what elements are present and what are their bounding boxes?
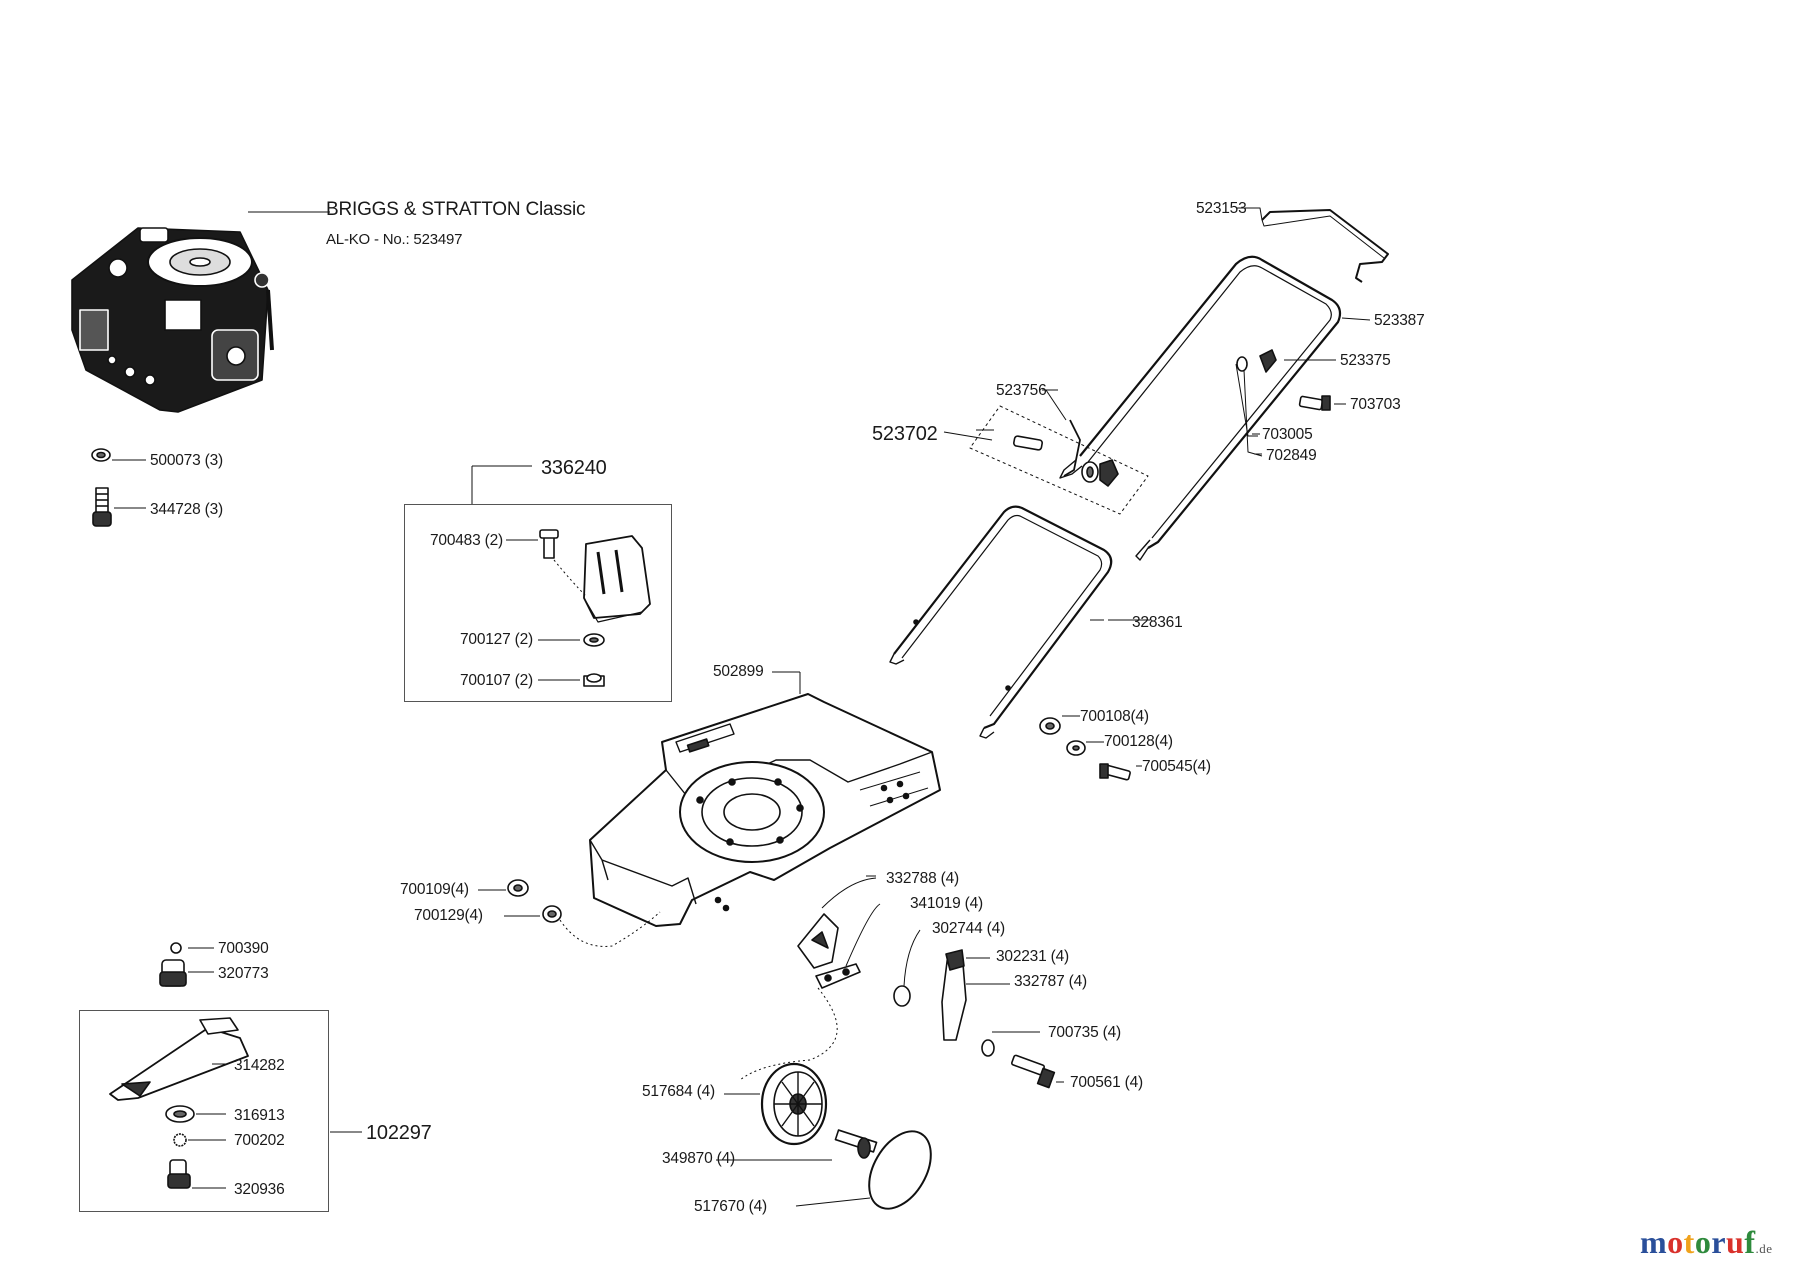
kit-336240-drawing (471, 465, 651, 687)
part-label-702849: 702849 (1266, 447, 1317, 464)
watermark-letter: u (1726, 1224, 1745, 1260)
part-label-336240: 336240 (541, 457, 607, 479)
hardware-700735-set-drawing (981, 1031, 1064, 1089)
part-label-344728: 344728 (3) (150, 501, 223, 518)
part-label-302231: 302231 (4) (996, 948, 1069, 965)
watermark-letter: t (1683, 1224, 1695, 1260)
part-label-700561: 700561 (4) (1070, 1074, 1143, 1091)
watermark-logo-text: motoruf (1640, 1224, 1755, 1260)
hubcap-517670-drawing (795, 1130, 932, 1210)
part-label-700545: 700545(4) (1142, 758, 1211, 775)
handle-bail-523153-drawing (1236, 207, 1389, 283)
part-label-341019: 341019 (4) (910, 895, 983, 912)
axle-349870-drawing (716, 1129, 878, 1161)
part-label-700127: 700127 (2) (460, 631, 533, 648)
part-label-517684: 517684 (4) (642, 1083, 715, 1100)
part-label-523153: 523153 (1196, 200, 1247, 217)
watermark-letter: o (1667, 1224, 1684, 1260)
part-label-320936: 320936 (234, 1181, 285, 1198)
part-label-700128: 700128(4) (1104, 733, 1173, 750)
leader-lines (866, 389, 1262, 877)
engine-alko-number: AL-KO - No.: 523497 (326, 231, 463, 248)
engine-drawing (71, 211, 330, 413)
kit-102297-box (79, 1010, 329, 1212)
hardware-523375-drawing (1235, 349, 1346, 457)
part-label-523375: 523375 (1340, 352, 1391, 369)
hardware-700109-set-drawing (478, 879, 661, 947)
part-label-332787: 332787 (4) (1014, 973, 1087, 990)
bolt-344728-drawing (92, 487, 146, 527)
deck-502899-drawing (589, 671, 941, 927)
nut-500073-drawing (91, 448, 146, 462)
part-label-703703: 703703 (1350, 396, 1401, 413)
part-label-700129: 700129(4) (414, 907, 483, 924)
watermark-letter: m (1640, 1224, 1668, 1260)
part-label-332788: 332788 (4) (886, 870, 959, 887)
part-label-700107: 700107 (2) (460, 672, 533, 689)
lower-handle-328361-drawing (889, 505, 1150, 739)
part-label-316913: 316913 (234, 1107, 285, 1124)
hardware-700108-set-drawing (1039, 715, 1142, 781)
wheel-517684-drawing (724, 1062, 828, 1146)
part-label-700202: 700202 (234, 1132, 285, 1149)
part-label-700109: 700109(4) (400, 881, 469, 898)
part-label-700390: 700390 (218, 940, 269, 957)
part-label-700735: 700735 (4) (1048, 1024, 1121, 1041)
part-label-523702: 523702 (872, 423, 938, 445)
blade-kit-102297-drawing (109, 942, 362, 1189)
part-label-302744: 302744 (4) (932, 920, 1005, 937)
watermark-letter: r (1711, 1224, 1727, 1260)
upper-handle-523387-drawing (1059, 255, 1371, 561)
kit-336240-box (404, 504, 672, 702)
part-label-320773: 320773 (218, 965, 269, 982)
part-label-500073: 500073 (3) (150, 452, 223, 469)
part-label-703005: 703005 (1262, 426, 1313, 443)
part-label-700108: 700108(4) (1080, 708, 1149, 725)
height-adjuster-drawing (739, 877, 1010, 1081)
watermark-letter: o (1694, 1224, 1712, 1260)
watermark-letter: f (1744, 1224, 1756, 1260)
part-label-523756: 523756 (996, 382, 1047, 399)
part-label-314282: 314282 (234, 1057, 285, 1074)
part-label-523387: 523387 (1374, 312, 1425, 329)
part-label-349870: 349870 (4) (662, 1150, 735, 1167)
part-label-102297: 102297 (366, 1122, 432, 1144)
part-label-328361: 328361 (1132, 614, 1183, 631)
quick-release-523702-drawing (943, 389, 1149, 515)
motoruf-watermark: motoruf.de (1640, 1224, 1773, 1261)
part-label-502899: 502899 (713, 663, 764, 680)
engine-title: BRIGGS & STRATTON Classic (326, 199, 586, 220)
watermark-tld: .de (1755, 1241, 1773, 1256)
part-label-700483: 700483 (2) (430, 532, 503, 549)
part-label-517670: 517670 (4) (694, 1198, 767, 1215)
